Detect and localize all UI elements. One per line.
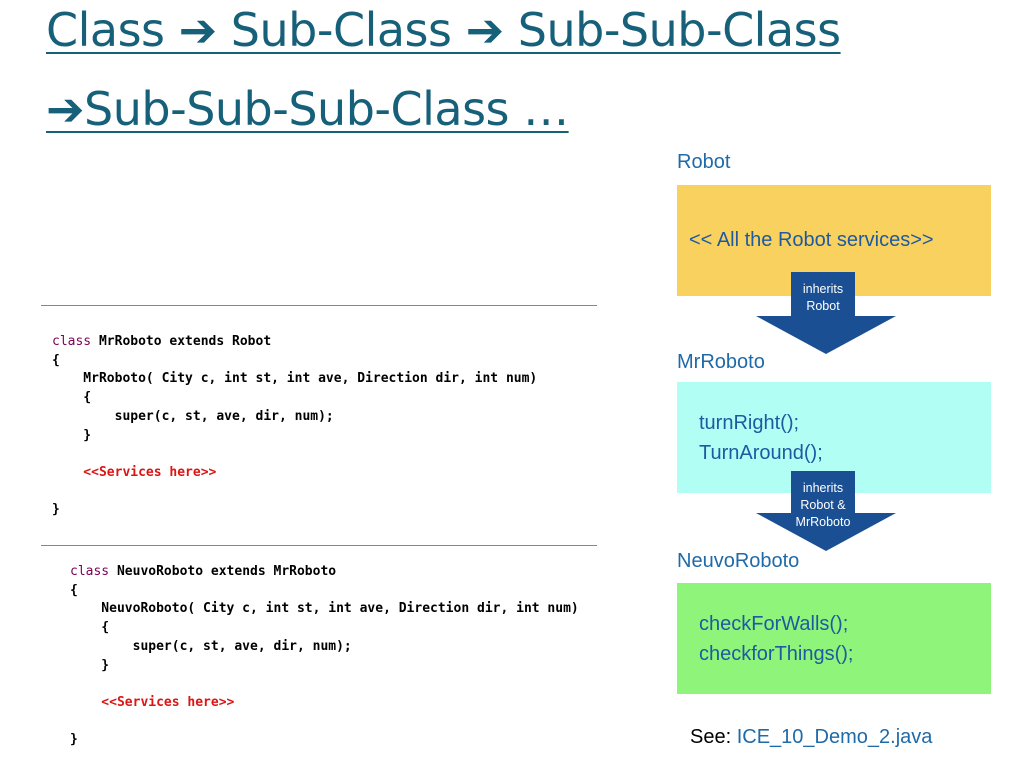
code-block-neuvoroboto: class NeuvoRoboto extends MrRoboto { Neu… — [70, 563, 579, 750]
title-line-1: Class ➔ Sub-Class ➔ Sub-Sub-Class — [46, 3, 841, 57]
see-reference: See: ICE_10_Demo_2.java — [690, 726, 932, 749]
code-line: } — [70, 732, 78, 748]
code-keyword: class — [70, 564, 110, 579]
code-line: super(c, st, ave, dir, num); — [70, 638, 352, 654]
code-line: } — [70, 657, 110, 673]
method-text: checkForWalls(); — [699, 613, 849, 635]
code-line: } — [52, 427, 92, 443]
method-text: TurnAround(); — [699, 442, 823, 464]
code-keyword: class — [52, 334, 92, 349]
code-line: { — [70, 620, 110, 636]
code-line: super(c, st, ave, dir, num); — [52, 408, 334, 424]
arrow-down-icon — [756, 513, 896, 551]
services-placeholder: <<Services here>> — [70, 694, 235, 710]
code-line: MrRoboto( City c, int st, int ave, Direc… — [52, 371, 538, 387]
arrow-label: inherits — [802, 481, 844, 495]
arrow-down-icon — [756, 316, 896, 354]
inherits-arrow-2: inherits Robot & MrRoboto — [756, 471, 896, 553]
code-line: { — [52, 390, 92, 406]
code-line: { — [52, 352, 60, 368]
code-line: NeuvoRoboto( City c, int st, int ave, Di… — [70, 601, 579, 617]
demo-file-link[interactable]: ICE_10_Demo_2.java — [736, 726, 933, 748]
code-line: } — [52, 502, 60, 518]
arrow-label: inherits — [802, 282, 844, 296]
robot-class-label: Robot — [677, 151, 731, 173]
method-text: checkforThings(); — [699, 643, 854, 665]
title-line-2: ➔Sub-Sub-Sub-Class … — [46, 82, 569, 136]
inheritance-diagram: Robot << All the Robot services>> inheri… — [641, 131, 1024, 721]
divider-top — [41, 305, 597, 306]
services-placeholder: <<Services here>> — [52, 464, 217, 480]
neuvoroboto-class-label: NeuvoRoboto — [677, 550, 800, 572]
robot-box-text: << All the Robot services>> — [689, 229, 934, 251]
inherits-arrow-1: inherits Robot — [756, 272, 896, 354]
mrroboto-class-label: MrRoboto — [677, 351, 765, 373]
neuvoroboto-box: checkForWalls(); checkforThings(); — [677, 583, 991, 694]
code-line: NeuvoRoboto extends MrRoboto — [109, 564, 337, 579]
slide-title: Class ➔ Sub-Class ➔ Sub-Sub-Class ➔Sub-S… — [46, 0, 986, 139]
code-line: MrRoboto extends Robot — [91, 334, 272, 349]
arrow-label: Robot — [806, 299, 840, 313]
arrow-label: MrRoboto — [795, 515, 851, 529]
divider-middle — [41, 545, 597, 546]
code-line: { — [70, 582, 78, 598]
code-block-mrroboto: class MrRoboto extends Robot { MrRoboto(… — [52, 333, 537, 520]
arrow-label: Robot & — [800, 498, 846, 512]
see-label: See: — [690, 726, 737, 748]
method-text: turnRight(); — [699, 412, 800, 434]
